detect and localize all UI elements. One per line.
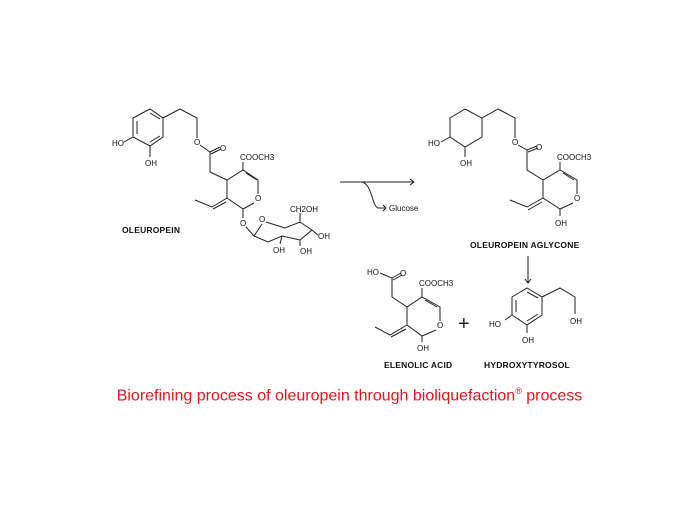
caption: Biorefining process of oleuropein throug… [0,386,699,405]
hydroxytyrosol-structure: HO OH OH HYDROXYTYROSOL [484,287,582,370]
ho-label: HO [428,139,440,148]
sugar-oh-label: OH [318,232,330,241]
oleuropein-label: OLEUROPEIN [122,225,180,235]
cooch3-label: COOCH3 [419,279,454,288]
ring-oh-label: OH [417,344,429,353]
plus-sign: + [458,313,470,335]
down-arrow [524,256,532,284]
elenolic-acid-label: ELENOLIC ACID [384,360,452,370]
ring-o-label: O [255,194,261,203]
carbonyl-o-label: O [220,144,226,153]
glucose-label: Glucose [389,204,419,213]
sugar-oh-label: OH [273,246,285,255]
chain-oh-label: OH [570,317,582,326]
sugar-o-label: O [259,215,265,224]
aglycone-label: OLEUROPEIN AGLYCONE [470,240,580,250]
ester-o-label: O [194,138,200,147]
cooch3-label: COOCH3 [557,153,592,162]
ch2oh-label: CH2OH [290,205,318,214]
registered-mark: ® [515,386,522,396]
caption-suffix: process [521,387,583,405]
hydroxytyrosol-label: HYDROXYTYROSOL [484,360,570,370]
aglycone-structure: HO OH O O COOCH3 O OH OLEUROPEIN AGLYCON… [428,108,592,250]
ho-label: HO [367,268,379,277]
oleuropein-structure: HO OH O O COOCH3 O O O CH2OH OH OH OH OL… [112,108,330,256]
ring-o-label: O [437,321,443,330]
ho-label: HO [489,320,501,329]
cooch3-label: COOCH3 [240,153,275,162]
carbonyl-o-label: O [400,269,406,278]
oh-label: OH [522,336,534,345]
sugar-oh-label: OH [300,247,312,256]
reaction-arrow: Glucose [340,178,419,213]
ho-label: HO [112,139,124,148]
oh-label: OH [145,159,157,168]
caption-text: Biorefining process of oleuropein throug… [116,387,516,405]
ring-oh-label: OH [555,219,567,228]
oh-label: OH [460,159,472,168]
ester-o-label: O [512,138,518,147]
elenolic-acid-structure: HO O COOCH3 O OH ELENOLIC ACID [367,268,454,370]
carbonyl-o-label: O [536,143,542,152]
ring-o-label: O [574,194,580,203]
glyco-o-label: O [240,219,246,228]
